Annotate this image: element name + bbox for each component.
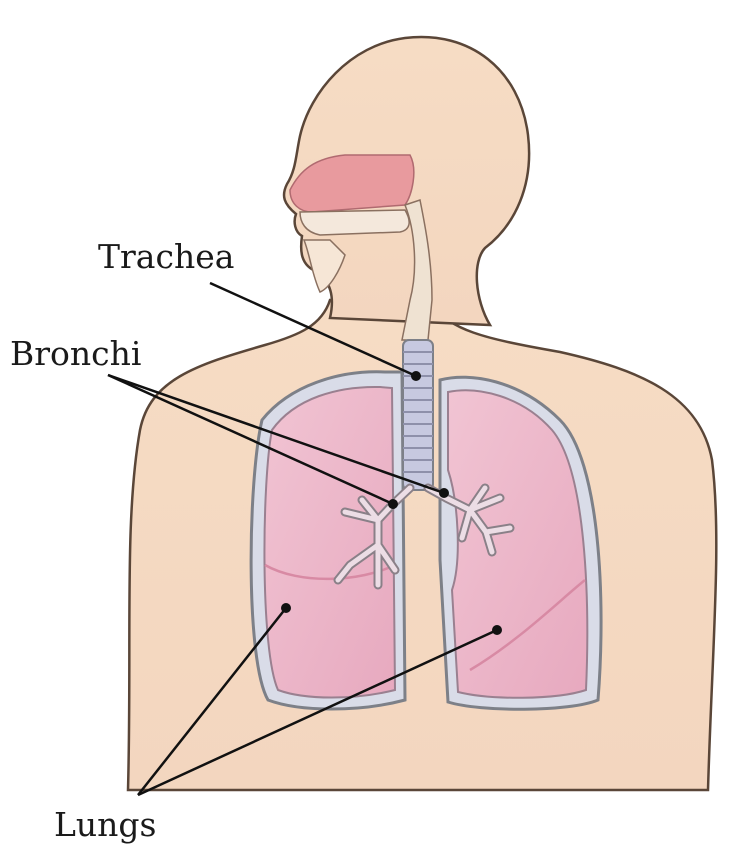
label-trachea: Trachea — [98, 240, 234, 273]
label-lungs: Lungs — [54, 808, 156, 841]
mouth — [300, 210, 409, 235]
label-bronchi: Bronchi — [10, 337, 141, 370]
trachea — [403, 340, 433, 490]
